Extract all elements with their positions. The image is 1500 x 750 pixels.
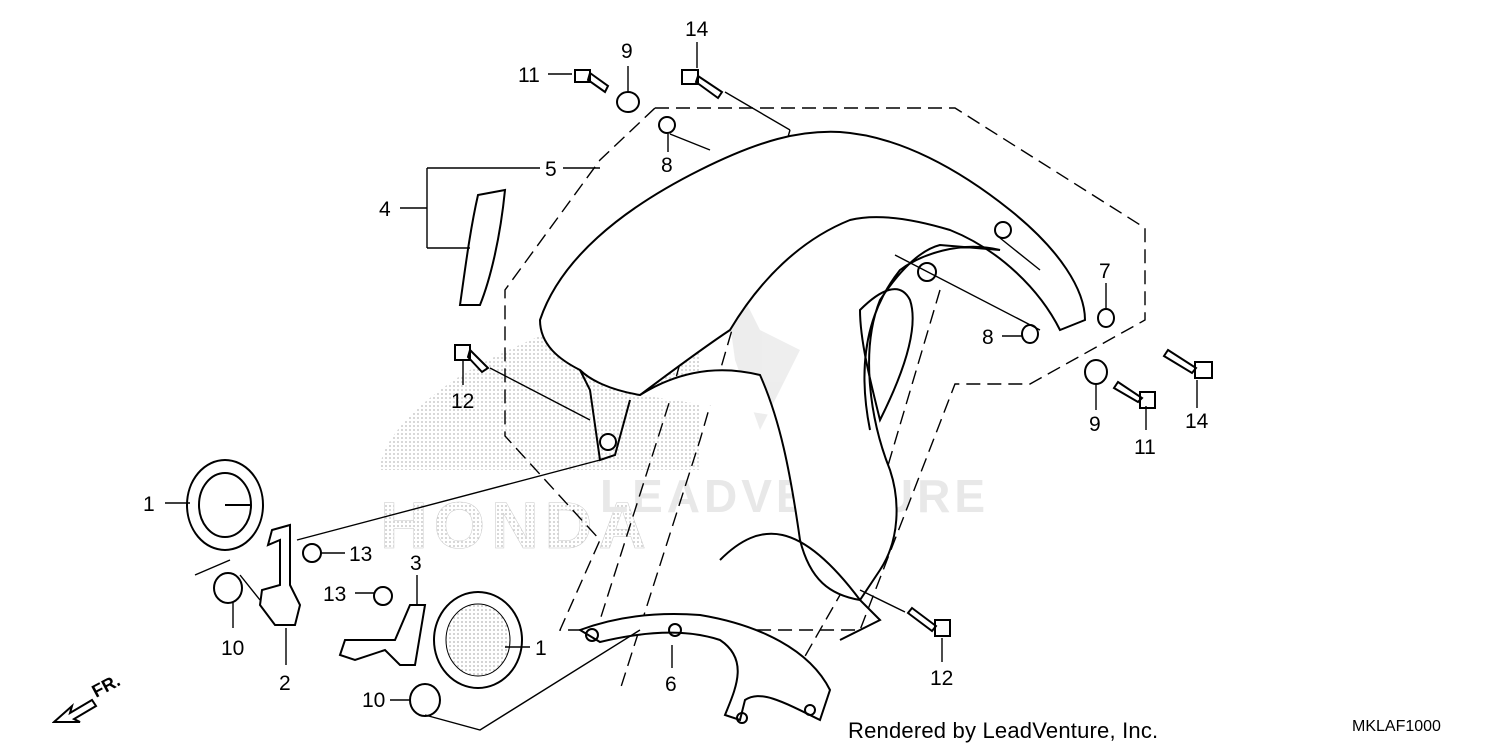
arrow-left-icon: FR. bbox=[51, 670, 123, 723]
callout-8-top: 8 bbox=[661, 154, 673, 177]
callout-13-upper: 13 bbox=[349, 543, 372, 566]
front-direction-indicator: FR. bbox=[51, 670, 152, 732]
bolt-12-right bbox=[906, 606, 951, 637]
front-direction-label: FR. bbox=[88, 672, 123, 702]
inner-dash-2 bbox=[599, 159, 736, 621]
render-credit: Rendered by LeadVenture, Inc. bbox=[848, 718, 1159, 743]
assembly-outline bbox=[504, 107, 1146, 631]
callout-11-top: 11 bbox=[518, 64, 540, 87]
fender-trim-strip bbox=[458, 188, 507, 306]
reflector-right bbox=[433, 591, 523, 689]
callout-10-left: 10 bbox=[221, 637, 244, 660]
callout-5: 5 bbox=[545, 158, 557, 181]
leader-lines bbox=[165, 42, 1198, 731]
callout-14-right: 14 bbox=[1185, 410, 1209, 433]
bolt-12-left bbox=[454, 344, 490, 374]
callout-9-right: 9 bbox=[1089, 413, 1101, 436]
callout-11-right: 11 bbox=[1134, 436, 1156, 459]
callout-1-left: 1 bbox=[143, 493, 155, 516]
washer-9-right bbox=[1084, 359, 1108, 385]
callout-9-top: 9 bbox=[621, 40, 633, 63]
callout-4: 4 bbox=[379, 198, 391, 221]
nut-upper bbox=[302, 543, 322, 563]
grommet-right bbox=[409, 683, 441, 717]
washer-9-top bbox=[616, 91, 640, 113]
collar-7 bbox=[1097, 308, 1115, 328]
reflector-stay-left bbox=[258, 523, 302, 626]
nut-lower bbox=[373, 586, 393, 606]
reflector-left bbox=[186, 459, 264, 551]
callout-12-left: 12 bbox=[451, 390, 474, 413]
collar-8-fender bbox=[994, 221, 1012, 239]
callout-10-right: 10 bbox=[362, 689, 385, 712]
callout-6: 6 bbox=[665, 673, 677, 696]
diagram-code: MKLAF1000 bbox=[1352, 718, 1441, 735]
callout-7: 7 bbox=[1099, 260, 1111, 283]
bolt-11-left bbox=[574, 69, 610, 94]
front-fender bbox=[538, 130, 1087, 641]
collar-8-top bbox=[658, 116, 676, 134]
callout-13-lower: 13 bbox=[323, 583, 346, 606]
bolt-11-right bbox=[1112, 380, 1156, 409]
bolt-14-right bbox=[1162, 348, 1213, 379]
honda-watermark-text: HONDA bbox=[380, 488, 652, 562]
fender-mount-hole bbox=[599, 433, 617, 451]
callout-1-right: 1 bbox=[535, 637, 547, 660]
callout-8-right: 8 bbox=[982, 326, 994, 349]
callout-3: 3 bbox=[410, 552, 422, 575]
callout-labels: 1 1 2 3 4 5 6 7 8 8 9 9 10 10 11 11 12 1… bbox=[143, 18, 1209, 712]
grommet-left bbox=[213, 572, 243, 604]
callout-14-top: 14 bbox=[685, 18, 709, 41]
callout-2: 2 bbox=[279, 672, 291, 695]
bolt-14-top bbox=[681, 69, 724, 100]
callout-12-right: 12 bbox=[930, 667, 953, 690]
fender-bracket bbox=[577, 612, 832, 724]
reflector-stay-right bbox=[338, 604, 427, 666]
